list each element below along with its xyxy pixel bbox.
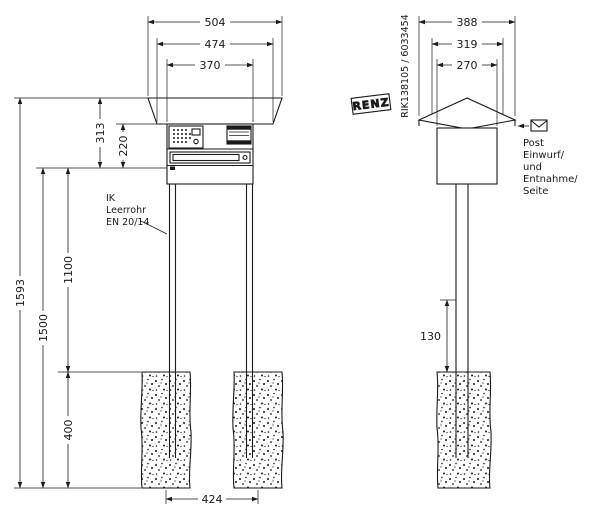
access-label-line: Entnahme/ [523,174,578,185]
mail-access-indicator: Post Einwurf/ und Entnahme/ Seite [517,119,578,197]
dim-label-400: 400 [62,420,75,441]
lock-cylinder [242,154,248,161]
dim-label-388: 388 [457,16,478,29]
intercom-panel [168,125,204,149]
front-left-dimensions: 313 220 1100 1500 1593 400 [14,97,130,489]
call-button [193,138,199,145]
dim-label-130: 130 [420,330,441,343]
front-top-dimensions: 504 474 370 [147,16,283,122]
conduit-label-line: IK [106,193,116,204]
front-view: 504 474 370 313 220 [14,16,284,506]
dim-label-504: 504 [205,16,226,29]
side-view: 388 319 270 130 RIK138105 / 6033454 RENZ [350,14,578,489]
access-label-line: und [523,162,542,173]
conduit-label: IK Leerrohr EN 20/14 [106,193,168,235]
conduit-label-line: Leerrohr [106,205,146,216]
dim-label-1100: 1100 [62,256,75,284]
side-130-dimension: 130 [420,299,456,373]
concrete-footing-left [140,371,192,489]
dim-label-319: 319 [457,38,478,51]
front-roof [147,97,283,125]
side-top-dimensions: 388 319 270 [418,16,516,126]
speaker-dots [173,129,191,143]
posts-side [455,184,469,458]
dim-label-313: 313 [94,123,107,144]
info-plate [226,125,252,145]
name-window [191,128,201,136]
dim-label-424: 424 [202,493,223,506]
posts-front [168,184,254,458]
conduit-leader-line [140,220,168,235]
renz-logo: RENZ [350,93,392,115]
dim-label-1593: 1593 [14,279,27,307]
side-body [436,127,498,185]
concrete-footing-side [436,371,492,489]
dim-label-270: 270 [457,59,478,72]
side-roof [417,97,517,130]
dim-label-370: 370 [200,59,221,72]
keyhole-mark [170,166,175,170]
front-bottom-dimension: 424 [165,490,259,506]
conduit-label-line: EN 20/14 [106,217,150,228]
dim-label-474: 474 [205,38,226,51]
dim-label-1500: 1500 [37,314,50,342]
reference-number: RIK138105 / 6033454 [400,14,411,117]
renz-logo-text: RENZ [352,96,390,113]
dim-label-220: 220 [117,136,130,157]
mail-slot [169,151,251,164]
access-label-line: Einwurf/ [523,150,565,161]
access-label-line: Post [523,138,544,149]
concrete-footing-right [232,371,284,489]
access-label-line: Seite [523,186,548,197]
envelope-icon [530,119,548,132]
